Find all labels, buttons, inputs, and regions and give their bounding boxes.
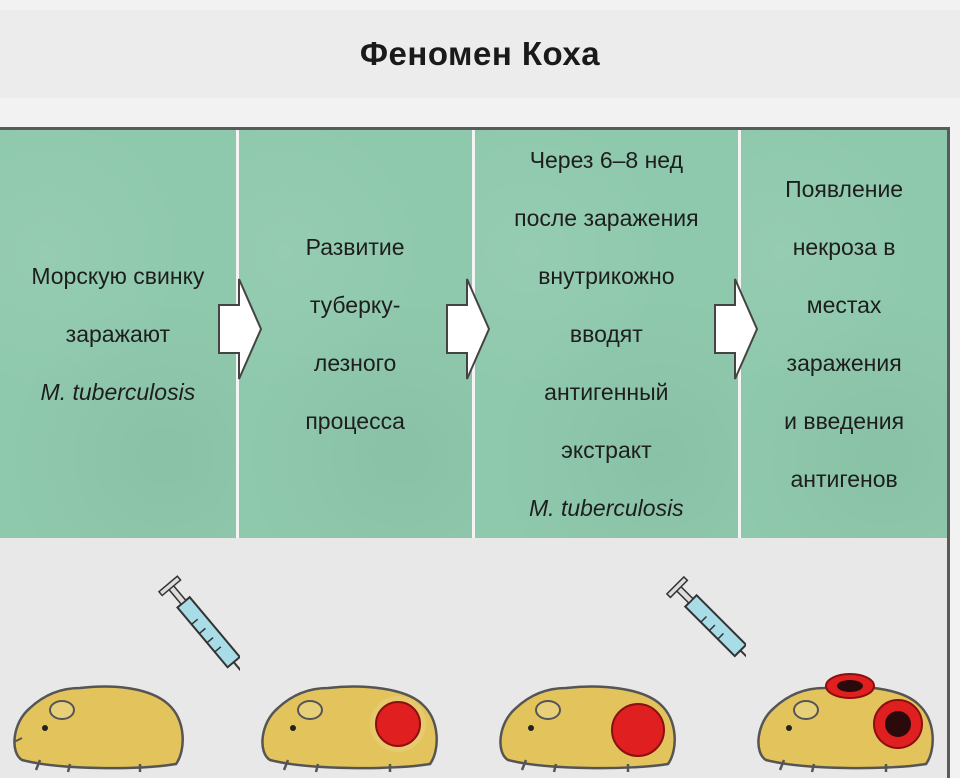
scene-antigen	[499, 575, 746, 773]
step-text-line: и введения	[784, 407, 905, 434]
scene-necrosis	[757, 673, 934, 773]
step-text-line: антигенный	[544, 378, 669, 405]
step-text-line: Морскую свинку	[31, 262, 205, 289]
step-text-line: лезного	[313, 349, 397, 376]
necrosis-lesion-side-icon	[873, 699, 923, 749]
step-text-line: Появление	[785, 175, 904, 202]
lesion-icon	[611, 703, 665, 757]
guinea-pig-icon	[13, 685, 184, 773]
step-text-line: M. tuberculosis	[40, 378, 196, 405]
step-text-line: внутрикожно	[538, 262, 675, 289]
step-text-line: заражают	[65, 320, 171, 347]
step-text-line: заражения	[786, 349, 902, 376]
step-4-text: Появление некроза в местах заражения и в…	[784, 146, 904, 523]
syringe-icon	[157, 575, 240, 685]
step-panel-3: Через 6–8 нед после заражения внутрикожн…	[474, 130, 739, 538]
arrow-right-icon	[446, 278, 491, 380]
necrosis-lesion-top-icon	[825, 673, 875, 699]
step-1-text: Морскую свинку заражают M. tuberculosis	[31, 233, 204, 436]
step-panel-1: Морскую свинку заражают M. tuberculosis	[0, 130, 236, 538]
step-text-line: экстракт	[561, 436, 652, 463]
scene-infection	[13, 575, 240, 773]
step-3-text: Через 6–8 нед после заражения внутрикожн…	[514, 117, 698, 552]
step-text-line: после заражения	[514, 204, 699, 231]
arrow-right-icon	[218, 278, 263, 380]
arrow-right-icon	[714, 278, 759, 380]
steps-row: Морскую свинку заражают M. tuberculosis …	[0, 130, 947, 538]
step-text-line: Развитие	[305, 233, 405, 260]
scene-process	[261, 685, 438, 773]
title-band: Феномен Коха	[0, 10, 960, 98]
step-text-line: Через 6–8 нед	[529, 146, 683, 173]
step-text-line: антигенов	[790, 465, 898, 492]
step-text-line: местах	[806, 291, 882, 318]
step-text-line: M. tuberculosis	[529, 494, 684, 521]
step-text-line: туберку-	[309, 291, 401, 318]
illustration-strip	[0, 538, 947, 778]
syringe-icon	[665, 575, 746, 670]
step-2-text: Развитие туберку- лезного процесса	[305, 204, 405, 465]
step-text-line: процесса	[305, 407, 405, 434]
step-panel-2: Развитие туберку- лезного процесса	[238, 130, 472, 538]
step-text-line: вводят	[569, 320, 643, 347]
step-panel-4: Появление некроза в местах заражения и в…	[741, 130, 947, 538]
lesion-icon	[370, 696, 426, 752]
step-text-line: некроза в	[792, 233, 896, 260]
diagram-title: Феномен Коха	[359, 35, 601, 72]
